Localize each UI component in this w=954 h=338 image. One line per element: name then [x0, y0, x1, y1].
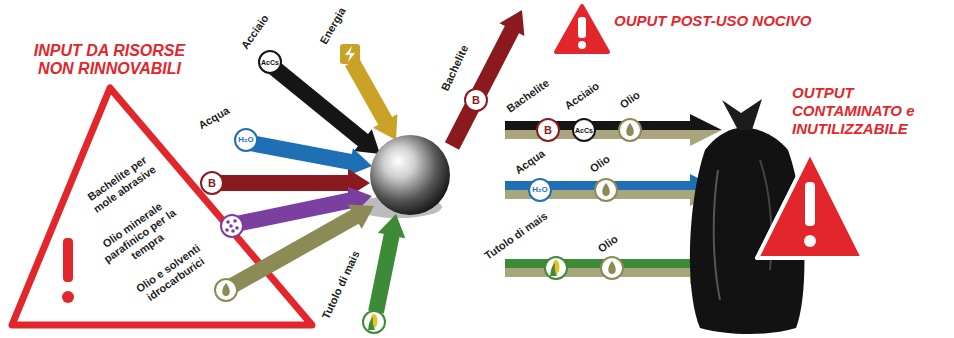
material-icon: [465, 89, 487, 111]
icon-circle: [215, 279, 237, 301]
flow-arrow: [345, 58, 397, 140]
exclamation-dot: [578, 41, 586, 49]
icon-circle: [601, 257, 623, 279]
oil-symbol: [231, 229, 235, 233]
material-icon: [201, 172, 223, 194]
icon-text: H₂O: [532, 186, 548, 194]
icon-text: AcCs: [575, 127, 593, 134]
input-label: Tutolo di mais: [320, 249, 363, 321]
exclamation-dot: [62, 291, 74, 303]
output-label: Acqua: [512, 147, 547, 177]
material-icon: [221, 215, 243, 237]
warning-triangle: [556, 6, 608, 52]
oil-symbol: [225, 228, 229, 232]
icon-text: B: [544, 125, 552, 136]
garbage-bag-tie: [722, 99, 762, 130]
oil-drop-symbol: [626, 123, 634, 136]
input-label: Energia: [317, 5, 348, 46]
warning-heading: OUTPUT CONTAMINATO e INUTILIZZABILE: [792, 84, 942, 138]
exclamation-bar: [63, 238, 73, 282]
energy-icon: [340, 44, 360, 64]
material-icon: [537, 119, 559, 141]
flow-arrow: [218, 169, 370, 197]
flow-arrow: [368, 214, 405, 314]
warning-heading: OUPUT POST-USO NOCIVO: [614, 12, 812, 30]
oil-symbol: [235, 226, 239, 230]
material-icon: [619, 119, 641, 141]
output-label: Olio: [588, 153, 613, 176]
output-label: Olio: [596, 233, 621, 256]
material-icon: [601, 257, 623, 279]
material-icon: [545, 257, 567, 279]
flow-arrows: [218, 10, 722, 314]
material-icon: [363, 311, 385, 333]
icon-circle: [545, 257, 567, 279]
icon-circle: [529, 179, 551, 201]
oil-drop-symbol: [602, 183, 610, 196]
oil-symbol: [229, 224, 233, 228]
output-label: Olio: [618, 89, 643, 112]
exclamation-bar: [578, 17, 586, 38]
material-icon: [235, 129, 257, 151]
material-icon: [215, 279, 237, 301]
output-label: Acciaio: [562, 79, 602, 112]
warning-triangle-outline: [12, 88, 312, 325]
input-label: Acciaio: [238, 12, 271, 52]
icon-circle: [537, 119, 559, 141]
warning-triangle: [757, 152, 863, 258]
icon-text: AcCs: [261, 59, 279, 66]
flow-arrow: [249, 135, 372, 176]
lightning-symbol: [345, 46, 355, 62]
icon-text: H₂O: [238, 136, 254, 144]
output-label: Bachelite: [504, 77, 552, 116]
exclamation-bar: [805, 182, 815, 226]
icon-circle: [221, 215, 243, 237]
output-label: Bachelite: [439, 43, 471, 93]
input-label: Acqua: [196, 104, 232, 132]
icon-circle: [259, 51, 281, 73]
steel-ball: [370, 135, 450, 215]
bag-highlight: [714, 170, 720, 300]
material-icons: [201, 44, 641, 333]
material-icon: [259, 51, 281, 73]
icon-circle: [363, 311, 385, 333]
section-heading: INPUT DA RISORSE NON RINNOVABILI: [22, 42, 197, 78]
icon-circle: [465, 89, 487, 111]
icon-text: B: [472, 95, 480, 106]
oil-symbol: [226, 220, 230, 224]
material-icon: [573, 119, 595, 141]
icon-circle: [201, 172, 223, 194]
material-icon: [529, 179, 551, 201]
material-icon: [340, 44, 360, 64]
exclamation-dot: [804, 235, 816, 247]
icon-circle: [235, 129, 257, 151]
oil-drop-symbol: [608, 261, 616, 274]
icon-circle: [573, 119, 595, 141]
icon-circle: [619, 119, 641, 141]
output-label: Tutolo di mais: [482, 210, 550, 263]
icon-circle: [595, 179, 617, 201]
icon-text: B: [208, 178, 216, 189]
leaf-symbol: [550, 263, 557, 276]
oil-symbol: [233, 219, 237, 223]
oil-drop-symbol: [222, 283, 230, 296]
material-icon: [595, 179, 617, 201]
leaf-symbol: [368, 317, 375, 330]
